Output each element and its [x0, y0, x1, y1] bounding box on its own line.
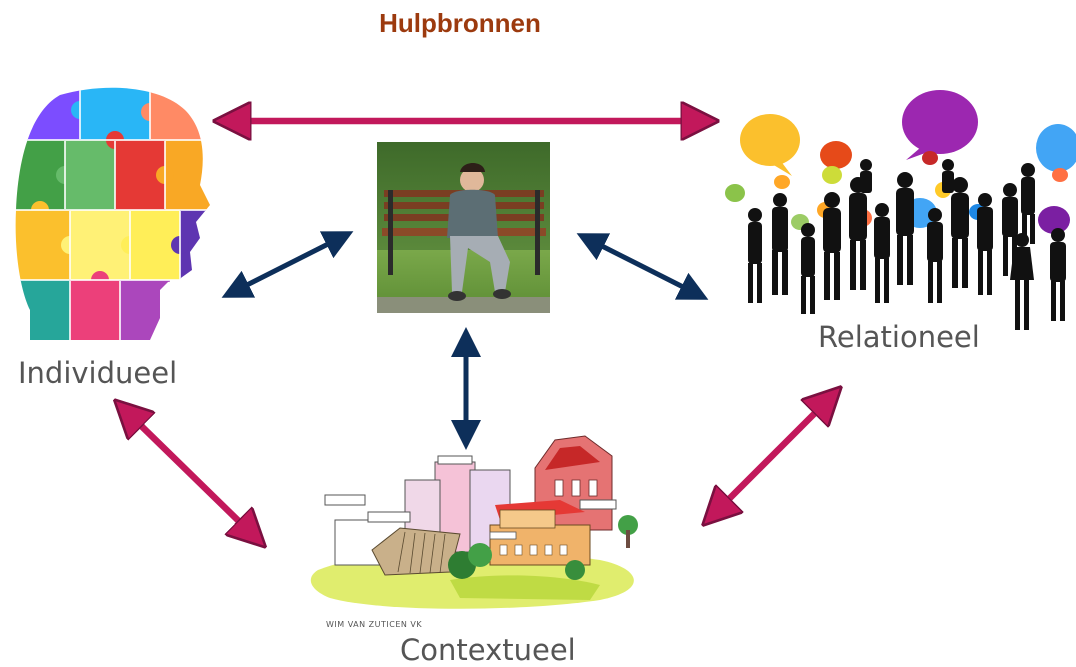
youth-on-bench-photo — [377, 142, 550, 313]
arrow-center-individual — [221, 231, 354, 298]
arrow-relational-contextual — [716, 400, 828, 512]
diagram-title: Hulpbronnen — [379, 8, 541, 38]
town-illustration-icon — [310, 435, 638, 609]
crowd-speech-bubbles-icon — [725, 90, 1076, 330]
illustration-caption: WIM VAN ZUTICEN VK — [326, 620, 423, 629]
arrows — [128, 121, 828, 534]
arrow-individual-contextual — [128, 413, 252, 534]
label-individual: Individueel — [18, 356, 178, 390]
label-relational: Relationeel — [818, 320, 980, 354]
label-contextual: Contextueel — [400, 633, 576, 667]
arrow-center-relational — [576, 233, 709, 300]
puzzle-head-icon — [15, 87, 211, 340]
